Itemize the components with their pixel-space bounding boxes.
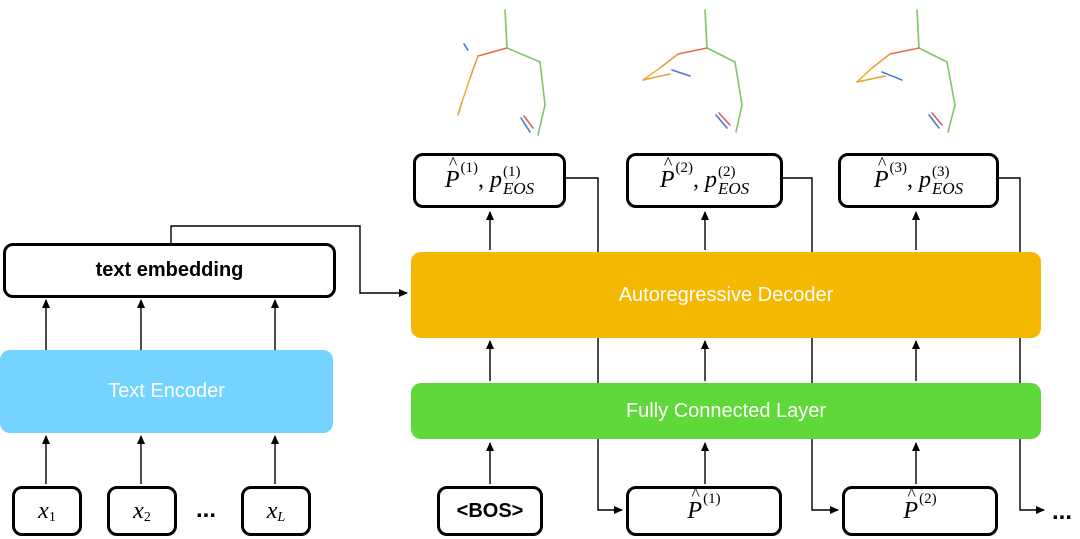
feedback-pose-1: P(1) — [626, 484, 782, 536]
bos-token-box: <BOS> — [437, 486, 543, 536]
autoregressive-decoder-block: Autoregressive Decoder — [411, 252, 1041, 338]
output-ellipsis: ... — [1052, 498, 1073, 525]
text-embedding-label: text embedding — [95, 259, 244, 281]
fully-connected-layer-label: Fully Connected Layer — [625, 399, 827, 422]
output-pose-1: P(1), p(1)EOS — [413, 153, 566, 208]
arrow-out3-feedback — [999, 177, 1045, 514]
text-embedding-box: text embedding — [3, 243, 336, 298]
pose-skeleton-2 — [642, 9, 743, 133]
arrow-out2-feedback — [783, 177, 839, 514]
fully-connected-layer-block: Fully Connected Layer — [411, 383, 1041, 439]
arrow-embedding-to-decoder — [170, 225, 408, 297]
arrow-out1-feedback — [566, 177, 623, 514]
pose-skeleton-3 — [856, 9, 956, 133]
feedback-pose-2: P(2) — [842, 484, 998, 536]
bos-token-label: <BOS> — [456, 499, 524, 522]
text-encoder-label: Text Encoder — [108, 380, 225, 402]
pose-skeleton-1 — [457, 9, 546, 136]
output-pose-3: P(3), p(3)EOS — [838, 153, 999, 208]
output-pose-2: P(2), p(2)EOS — [626, 153, 783, 208]
input-ellipsis: ... — [196, 496, 217, 523]
text-encoder-block: Text Encoder — [0, 350, 333, 433]
autoregressive-decoder-label: Autoregressive Decoder — [618, 283, 834, 306]
